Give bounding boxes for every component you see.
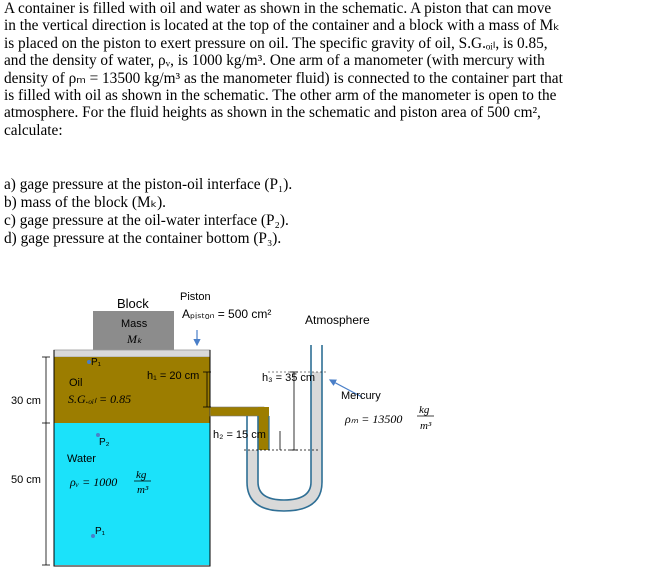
question-c: c) gage pressure at the oil-water interf… (4, 212, 289, 229)
problem-line: and the density of water, ρᵥ, is 1000 kg… (4, 52, 545, 70)
manometer-mercury (247, 372, 322, 511)
h3-label: h₃ = 35 cm (262, 372, 315, 384)
mercury-arrow (328, 379, 363, 398)
p2-point (96, 433, 100, 437)
water-rho-label: ρᵥ = 1000 (69, 475, 117, 489)
p1-label: P₁ (91, 357, 102, 368)
block-label: Block (117, 296, 149, 311)
oil-sg-label: S.G.ₒᵢₗ = 0.85 (68, 392, 131, 406)
mercury-rho-label: ρₘ = 13500 (344, 412, 402, 426)
p1-point (87, 360, 91, 364)
problem-line: atmosphere. For the fluid heights as sho… (4, 104, 541, 122)
question-d: d) gage pressure at the container bottom… (4, 230, 282, 247)
problem-statement: A container is filled with oil and water… (4, 0, 644, 139)
water-label: Water (67, 453, 96, 465)
mercury-unit-den: m³ (420, 420, 432, 432)
problem-line: density of ρₘ = 13500 kg/m³ as the manom… (4, 69, 563, 87)
piston-area-label: Aₚᵢₛₜₒₙ = 500 cm² (182, 307, 271, 321)
problem-line: in the vertical direction is located at … (4, 17, 560, 35)
piston-label: Piston (180, 291, 211, 303)
water-unit-den: m³ (137, 484, 149, 496)
h1-label: h₁ = 20 cm (147, 370, 199, 382)
oil-layer (54, 357, 210, 423)
problem-line: calculate: (4, 121, 63, 139)
p3-point (91, 534, 95, 538)
problem-line: A container is filled with oil and water… (4, 0, 552, 17)
problem-line: is filled with oil as shown in the schem… (4, 87, 557, 105)
mercury-unit-num: kg (419, 404, 430, 416)
question-b: b) mass of the block (Mₖ). (4, 194, 166, 211)
piston (53, 349, 211, 358)
container-walls (53, 350, 211, 567)
height-50-label: 50 cm (11, 474, 41, 486)
block-mass (93, 311, 174, 350)
water-layer (54, 423, 210, 565)
mercury-label: Mercury (341, 390, 381, 402)
mass-label: Mass (121, 318, 148, 330)
water-unit-num: kg (136, 469, 147, 481)
atmosphere-label: Atmosphere (305, 313, 370, 327)
manometer-tube (246, 345, 323, 512)
h2-label: h₂ = 15 cm (213, 429, 266, 441)
manometer-left-oil (258, 407, 269, 450)
height-30-label: 30 cm (11, 395, 41, 407)
question-a: a) gage pressure at the piston-oil inter… (4, 176, 293, 193)
p2-label: P₂ (99, 437, 110, 448)
p3-label: P₁ (95, 526, 106, 537)
manometer-pipe (209, 406, 265, 417)
mass-symbol: Mₖ (126, 332, 143, 346)
oil-label: Oil (69, 377, 82, 389)
problem-line: is placed on the piston to exert pressur… (4, 34, 548, 52)
